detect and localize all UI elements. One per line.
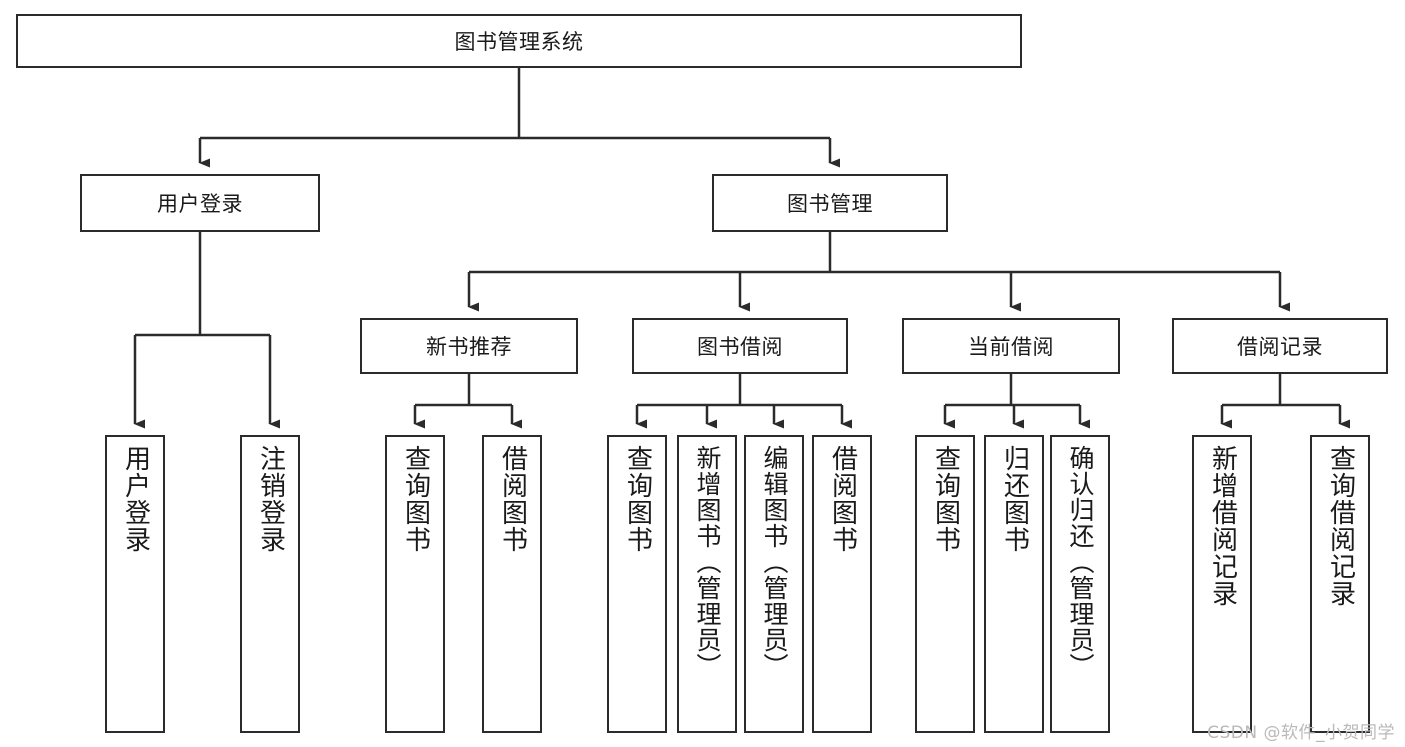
node-leaf-confirm-return-admin[interactable]: 确认归还（管理员） [1050,435,1110,733]
node-leaf-query-book-recommend[interactable]: 查询图书 [385,435,445,733]
node-leaf-user-login-label: 用户登录 [120,445,151,553]
node-leaf-query-book-recommend-label: 查询图书 [400,445,431,553]
node-leaf-add-borrow-record[interactable]: 新增借阅记录 [1192,435,1252,733]
node-leaf-add-book-admin-label: 新增图书（管理员） [693,445,722,679]
node-root-label: 图书管理系统 [454,30,584,54]
node-new-book-recommend-label: 新书推荐 [426,335,512,359]
node-leaf-edit-book-admin-label: 编辑图书（管理员） [760,445,789,679]
node-leaf-query-book-current[interactable]: 查询图书 [915,435,975,733]
node-book-borrow-label: 图书借阅 [697,335,783,359]
node-leaf-logout-label: 注销登录 [255,445,286,553]
node-leaf-borrow-book-recommend[interactable]: 借阅图书 [482,435,542,733]
node-leaf-query-borrow-record-label: 查询借阅记录 [1325,445,1356,607]
node-leaf-borrow-book-recommend-label: 借阅图书 [497,445,528,553]
node-user-login[interactable]: 用户登录 [80,174,320,232]
node-book-borrow[interactable]: 图书借阅 [632,318,848,374]
node-current-borrow[interactable]: 当前借阅 [902,318,1120,374]
node-leaf-add-borrow-record-label: 新增借阅记录 [1207,445,1238,607]
node-leaf-query-book-borrow[interactable]: 查询图书 [607,435,667,733]
node-root[interactable]: 图书管理系统 [16,14,1022,68]
node-borrow-record[interactable]: 借阅记录 [1172,318,1388,374]
node-new-book-recommend[interactable]: 新书推荐 [360,318,578,374]
node-user-login-label: 用户登录 [157,192,243,216]
node-borrow-record-label: 借阅记录 [1237,335,1323,359]
node-book-manage[interactable]: 图书管理 [712,174,948,232]
node-leaf-add-book-admin[interactable]: 新增图书（管理员） [677,435,737,733]
node-leaf-query-book-current-label: 查询图书 [930,445,961,553]
node-leaf-logout[interactable]: 注销登录 [240,435,300,733]
node-leaf-query-book-borrow-label: 查询图书 [622,445,653,553]
node-leaf-borrow-book-label: 借阅图书 [827,445,858,553]
watermark-text: CSDN @软件_小贺同学 [1207,723,1395,743]
node-leaf-query-borrow-record[interactable]: 查询借阅记录 [1310,435,1370,733]
node-current-borrow-label: 当前借阅 [968,335,1054,359]
node-leaf-confirm-return-admin-label: 确认归还（管理员） [1066,445,1095,679]
node-leaf-return-book-label: 归还图书 [999,445,1030,553]
node-book-manage-label: 图书管理 [787,192,873,216]
node-leaf-borrow-book[interactable]: 借阅图书 [812,435,872,733]
node-leaf-return-book[interactable]: 归还图书 [984,435,1044,733]
node-leaf-user-login[interactable]: 用户登录 [105,435,165,733]
node-leaf-edit-book-admin[interactable]: 编辑图书（管理员） [744,435,804,733]
